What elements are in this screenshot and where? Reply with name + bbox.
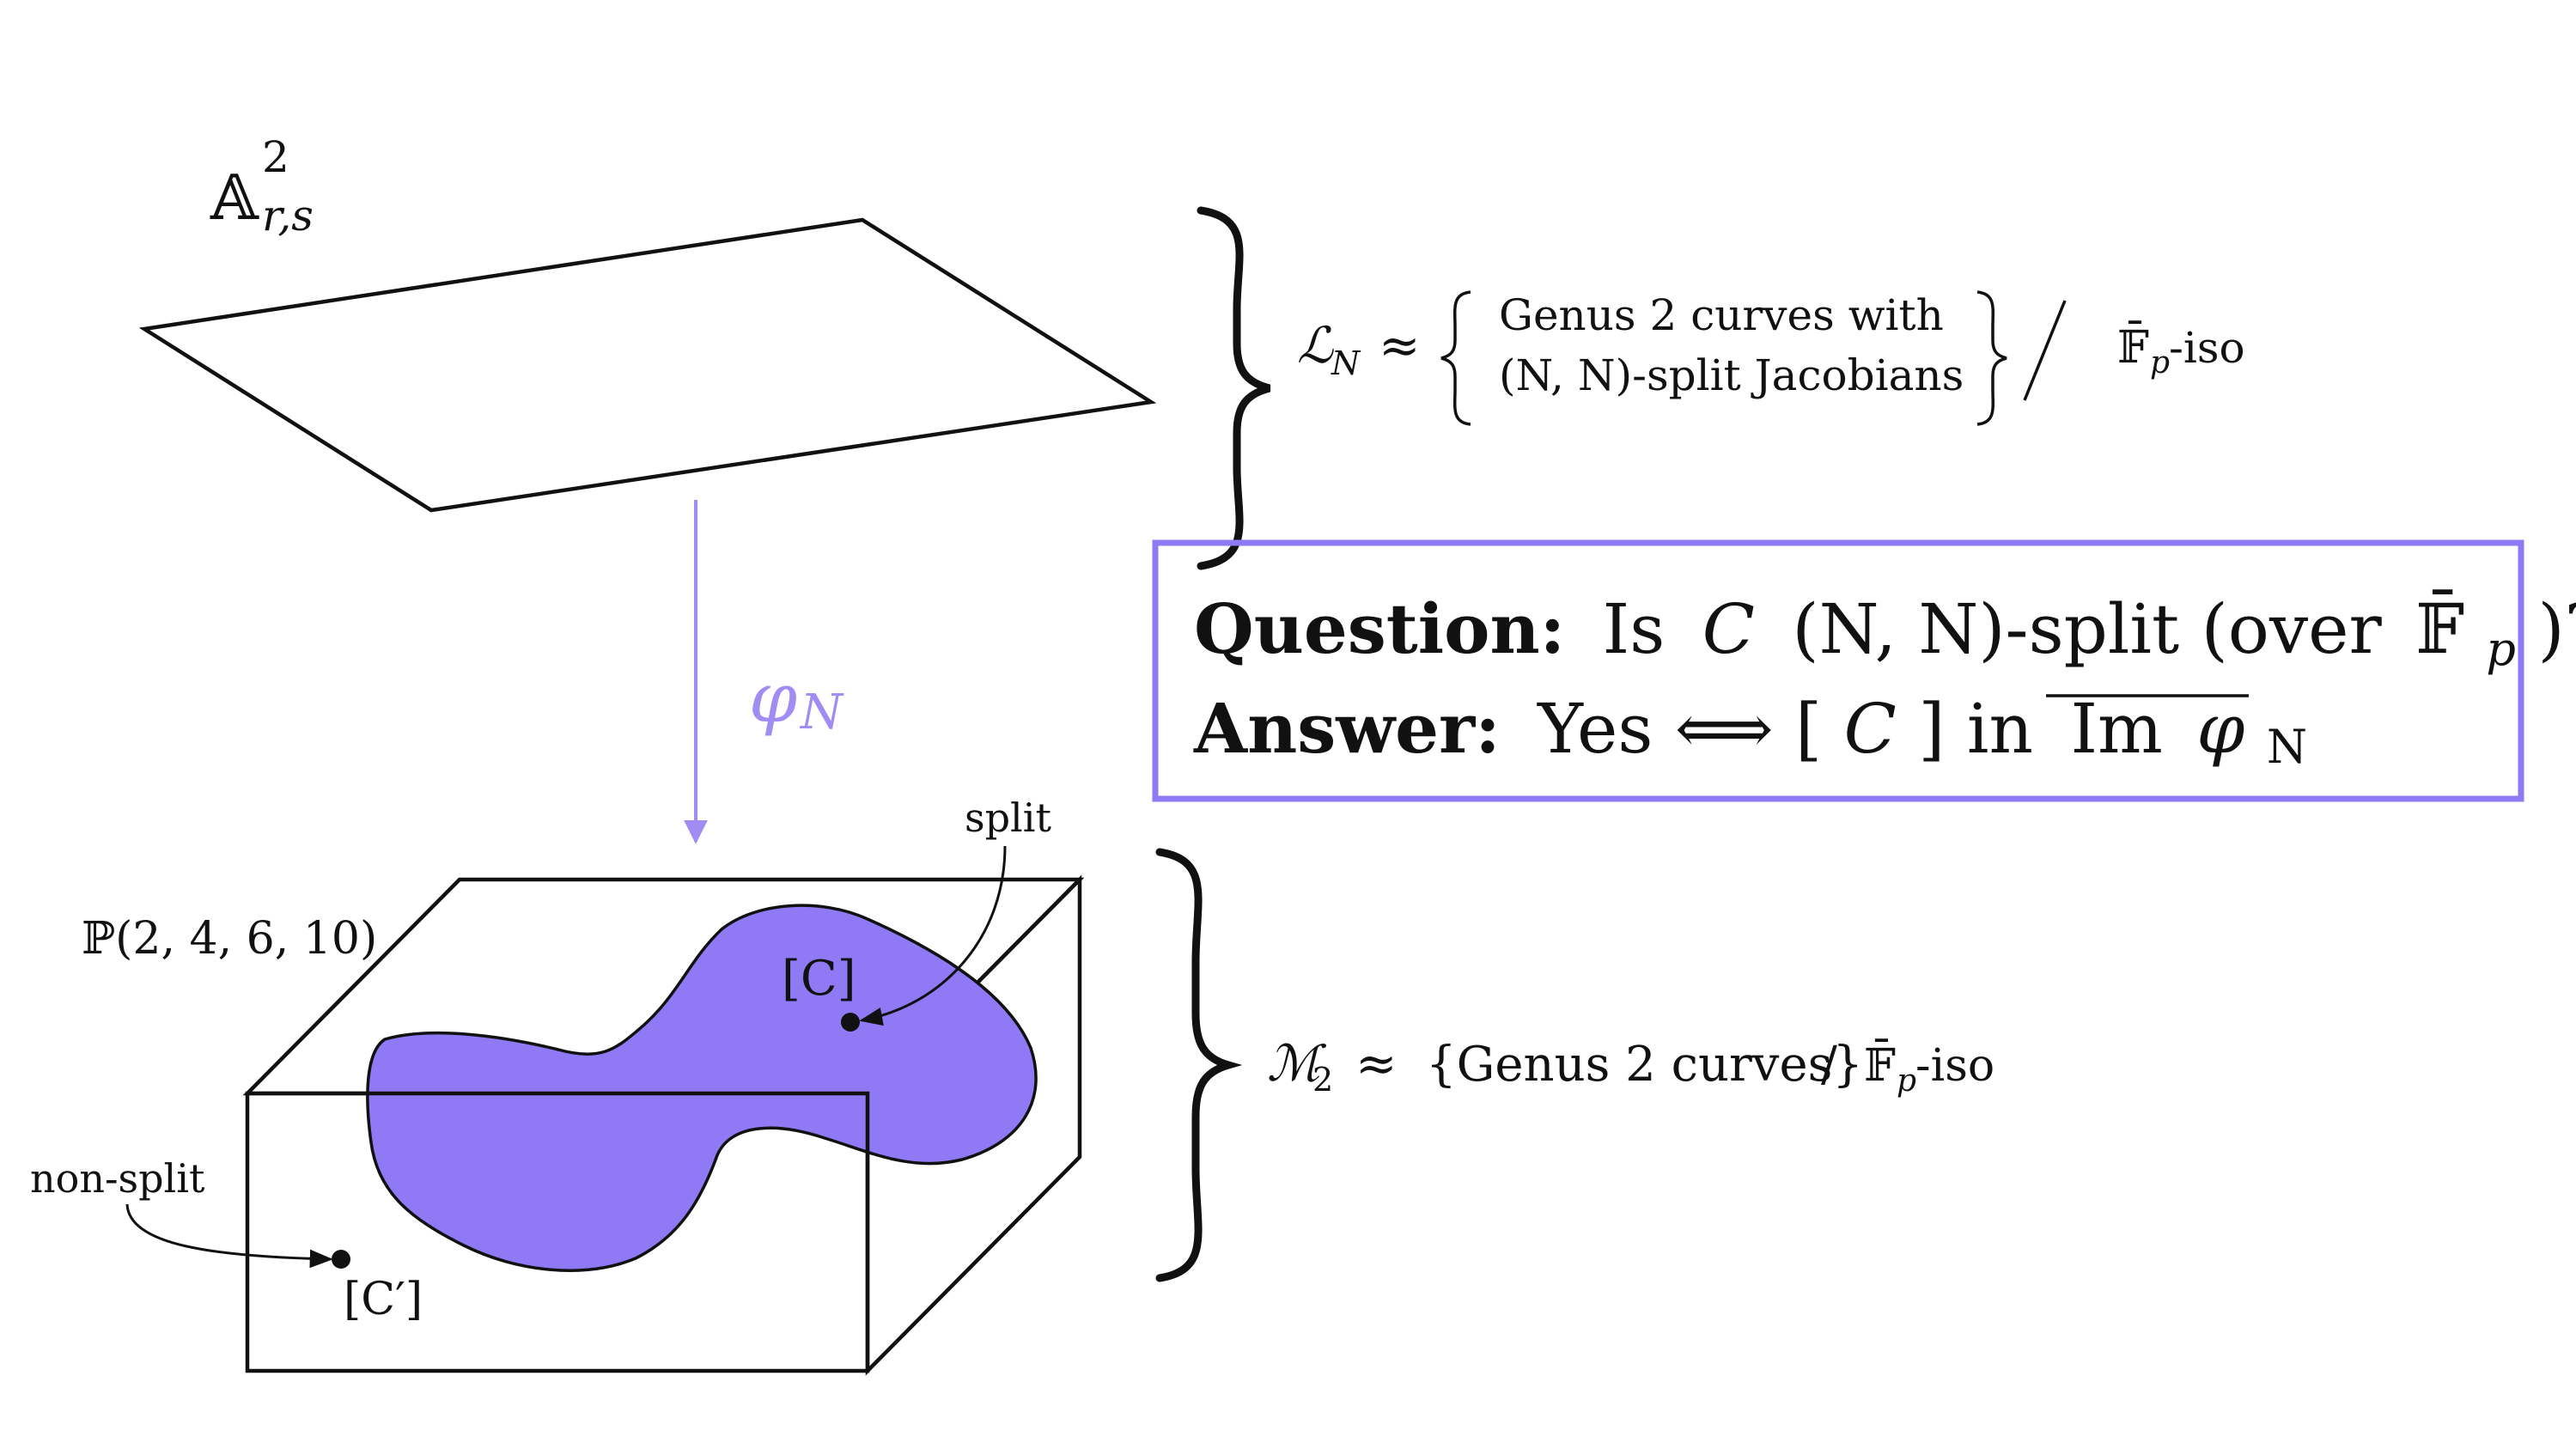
affine-plane-parallelogram xyxy=(138,217,1157,513)
moduli-M-subscript: 2 xyxy=(1312,1061,1333,1099)
weighted-projective-label: ℙ(2, 4, 6, 10) xyxy=(82,913,377,965)
lower-brace xyxy=(1155,848,1243,1282)
moduli-iso: -iso xyxy=(1915,1040,1994,1092)
split-locus-blob xyxy=(366,904,1038,1272)
moduli-M-approx: ≈ xyxy=(1355,1034,1398,1093)
locus-L-symbol: ℒ xyxy=(1297,316,1334,374)
moduli-set-text: {Genus 2 curves} xyxy=(1426,1037,1863,1093)
question-label: Question: xyxy=(1194,588,1565,669)
locus-field: 𝔽̄ xyxy=(2117,321,2149,374)
split-annotation-label: split xyxy=(965,795,1051,841)
affine-plane-superscript: 2 xyxy=(262,132,289,182)
phi-map-subscript: N xyxy=(799,685,844,740)
locus-L-subscript: N xyxy=(1331,344,1361,382)
locus-set-right-brace xyxy=(1976,290,2007,426)
split-point-dot xyxy=(841,1013,860,1032)
upper-brace xyxy=(1197,206,1271,570)
question-line: Question: Is C (N, N)-split (over 𝔽̄ p )… xyxy=(1194,588,2576,681)
moduli-field: 𝔽̄ xyxy=(1864,1039,1896,1092)
locus-set-line2: (N, N)-split Jacobians xyxy=(1499,350,1964,400)
locus-set-left-brace xyxy=(1440,290,1471,426)
nonsplit-point-label: [C′] xyxy=(344,1274,423,1325)
nonsplit-annotation-arrow xyxy=(125,1203,333,1269)
nonsplit-point-dot xyxy=(332,1250,350,1269)
moduli-M-symbol: ℳ xyxy=(1267,1034,1327,1093)
moduli-quotient-slash: / xyxy=(1821,1037,1837,1093)
answer-line: Answer: Yes ⟺ [ C ] in Im φ N xyxy=(1193,688,2307,774)
nonsplit-annotation-label: non-split xyxy=(30,1155,205,1202)
locus-set-line1: Genus 2 curves with xyxy=(1499,290,1944,340)
split-point-label: [C] xyxy=(782,951,856,1007)
locus-L-approx: ≈ xyxy=(1379,316,1421,374)
moduli-field-subscript: p xyxy=(1897,1063,1916,1099)
split-annotation-arrow xyxy=(859,845,1007,1026)
locus-quotient-slash xyxy=(2023,300,2067,401)
phi-map-label: φ xyxy=(749,658,797,738)
affine-plane-subscript: r,s xyxy=(262,191,314,240)
question-answer-box xyxy=(1152,539,2524,802)
affine-plane-label: 𝔸 xyxy=(210,161,259,234)
locus-iso: -iso xyxy=(2169,323,2245,373)
answer-label: Answer: xyxy=(1193,688,1501,769)
locus-field-subscript: p xyxy=(2150,345,2170,381)
box-front-face xyxy=(245,1091,870,1373)
